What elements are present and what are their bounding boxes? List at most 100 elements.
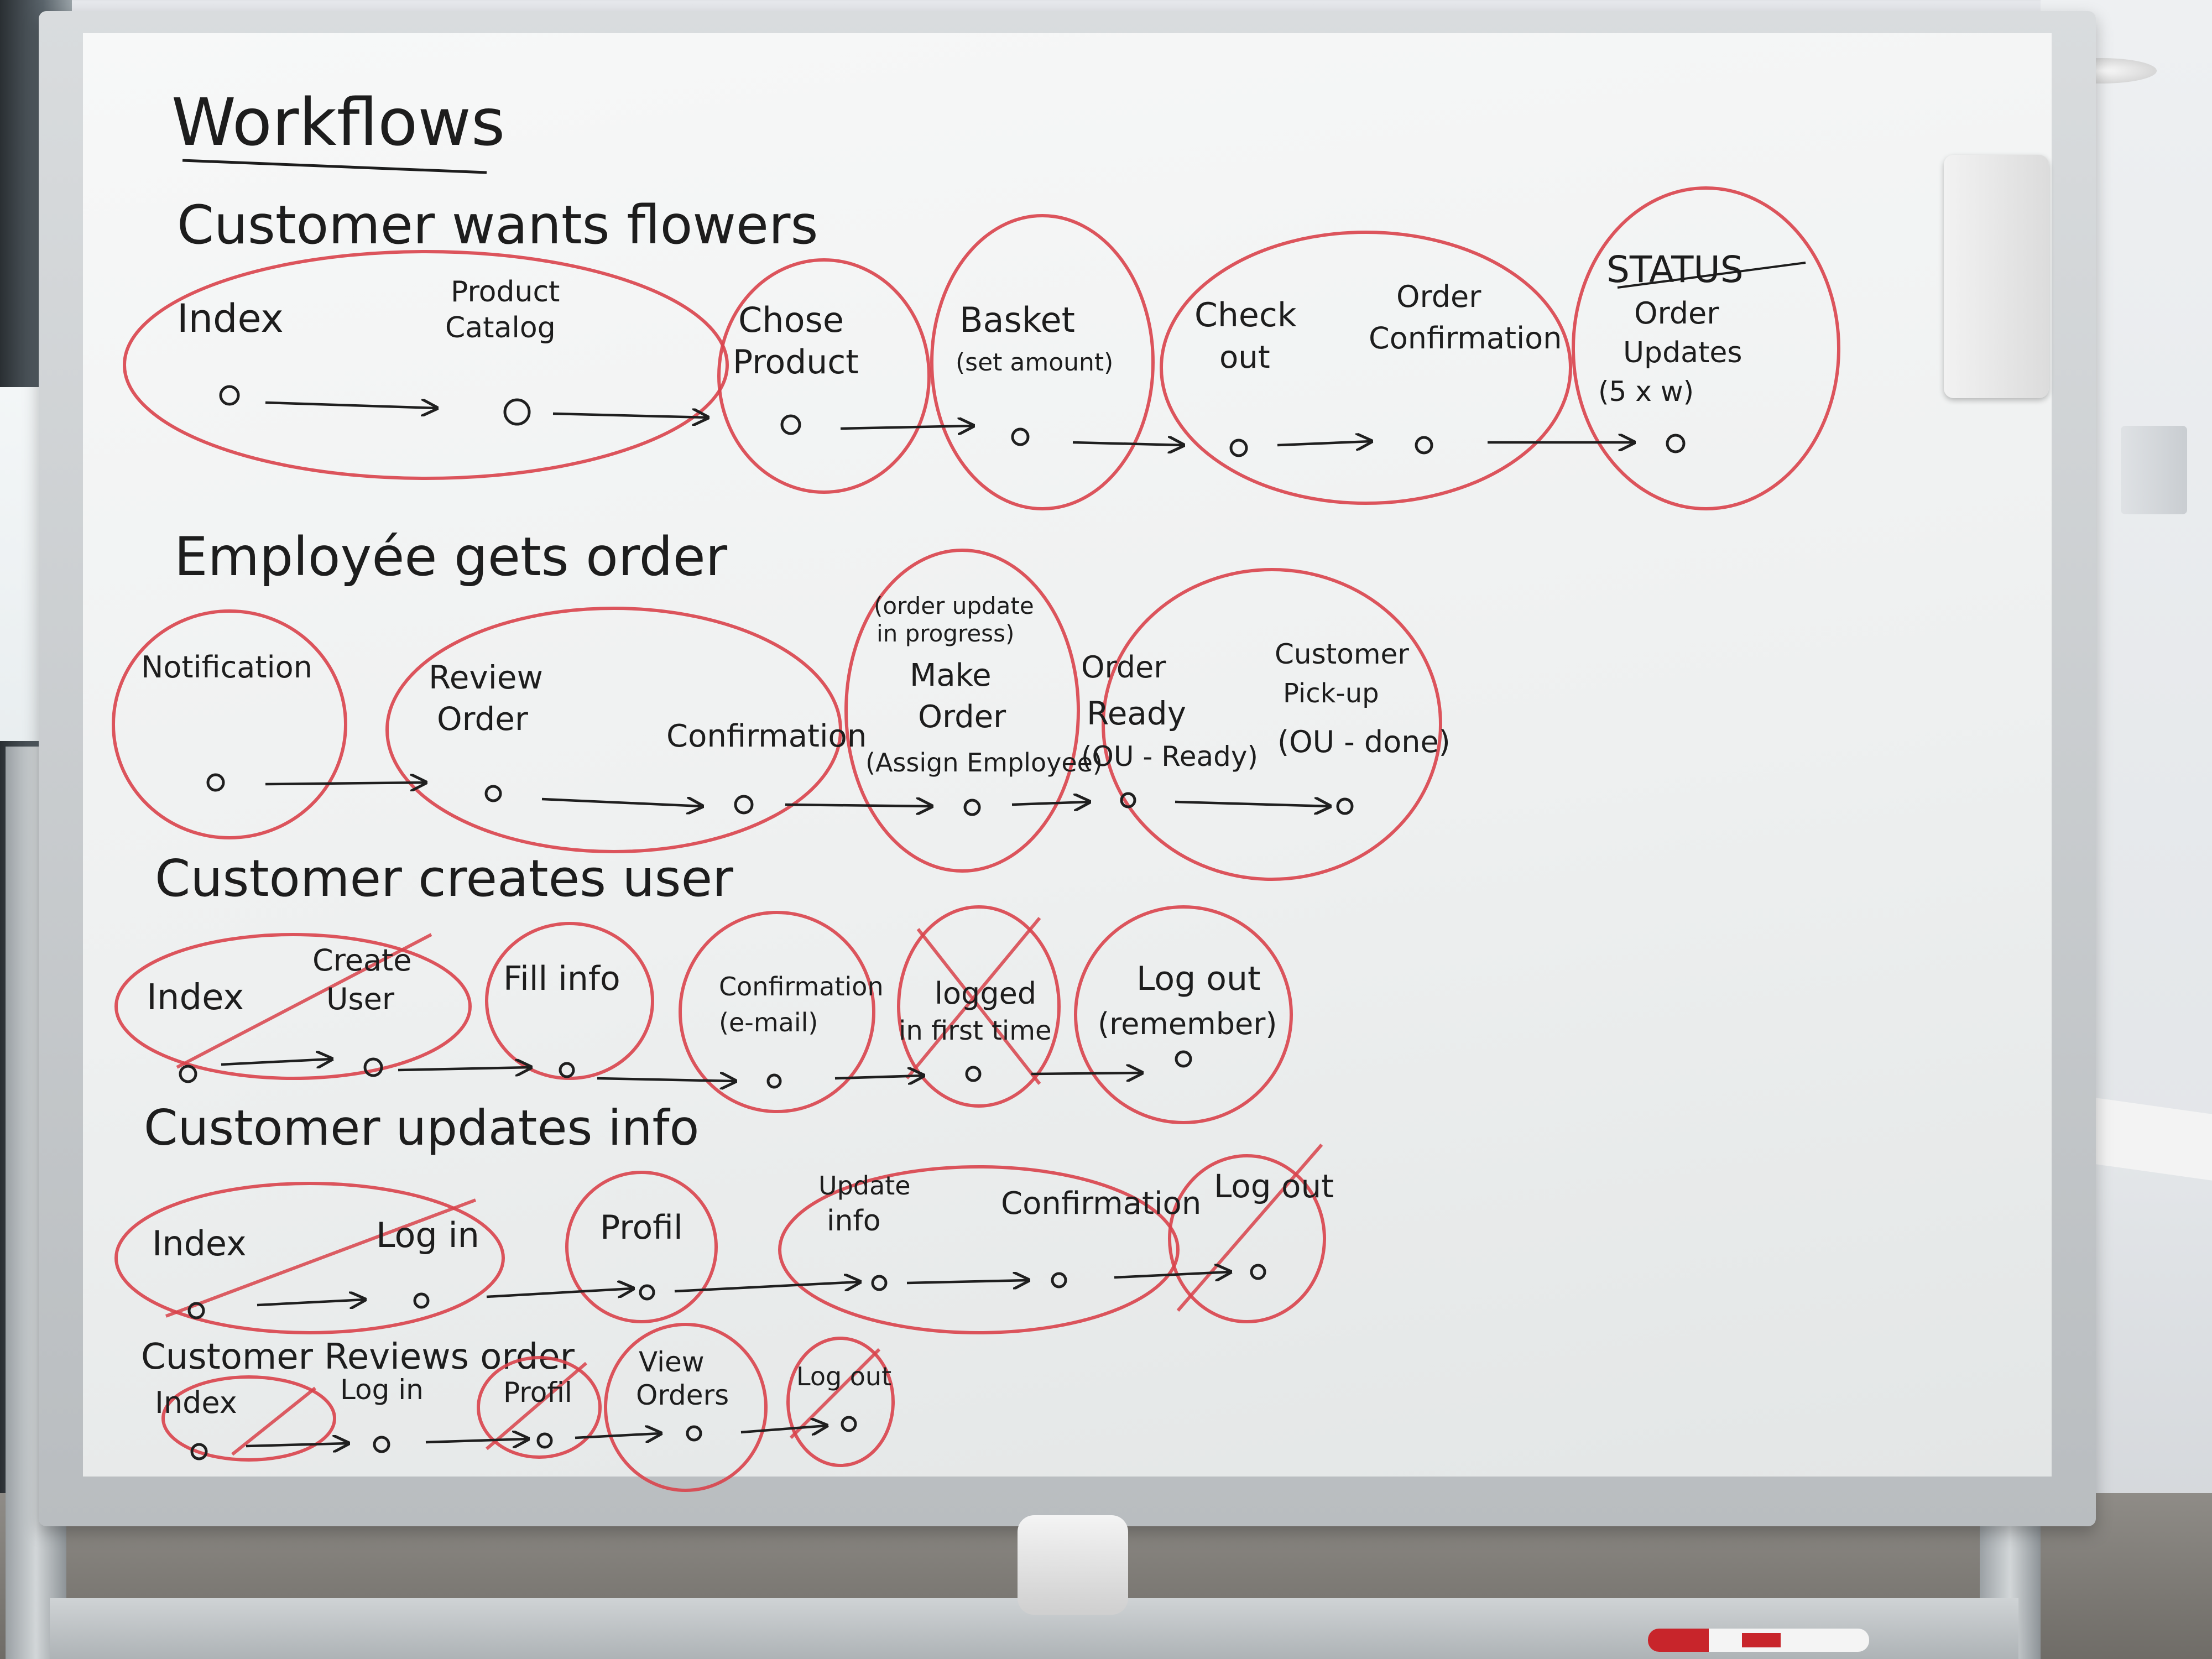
flow-arrow	[1011, 802, 1089, 805]
flow-arrow	[398, 1067, 531, 1070]
flow-arrow	[575, 1433, 661, 1438]
step-label: Index	[177, 296, 284, 341]
group-circle	[565, 1171, 718, 1323]
flow-node	[503, 398, 531, 426]
marker-icon[interactable]	[1648, 1629, 1869, 1652]
step-label: Order	[1396, 279, 1481, 314]
step-label: Pick-up	[1283, 678, 1379, 709]
step-label: Index	[147, 977, 244, 1018]
flow-arrow	[541, 799, 702, 806]
flow-node	[1666, 434, 1686, 453]
flow-node	[639, 1284, 655, 1301]
step-label: Check	[1194, 296, 1297, 335]
flow-node	[190, 1443, 208, 1460]
workflow-customer-creates-user: Customer creates user Index Create User …	[114, 849, 1293, 1124]
step-label: (Assign Employee)	[865, 748, 1103, 778]
group-circle	[717, 258, 931, 494]
flow-arrow	[1277, 441, 1371, 445]
step-label: in first time	[899, 1015, 1052, 1046]
flow-node	[965, 1066, 982, 1082]
step-label: Order	[437, 700, 528, 738]
strike-through	[916, 928, 1041, 1085]
title-underline	[182, 159, 487, 174]
flow-arrow	[674, 1282, 860, 1293]
flow-node	[1250, 1264, 1266, 1280]
flow-node	[536, 1432, 553, 1449]
step-label: Order	[1081, 650, 1166, 685]
step-label: Updates	[1623, 336, 1742, 369]
flow-node	[413, 1292, 430, 1309]
step-label: Log out	[796, 1361, 891, 1391]
group-circle	[604, 1323, 768, 1492]
flow-node	[1229, 439, 1248, 457]
flow-arrow	[221, 1059, 332, 1065]
step-label: out	[1219, 340, 1270, 375]
step-label: Create	[312, 943, 411, 978]
group-circle	[1160, 231, 1572, 505]
group-circle	[114, 933, 472, 1080]
workflow-customer-reviews-order: Customer Reviews order Index Log in Prof…	[141, 1323, 895, 1492]
step-label: (e-mail)	[719, 1008, 818, 1037]
flow-node	[841, 1416, 857, 1432]
workflow-employee-gets-order: Employée gets order Notification Review …	[112, 526, 1451, 881]
flow-arrow	[1072, 442, 1183, 445]
flow-arrow	[740, 1426, 827, 1432]
step-label: (OU - Ready)	[1081, 740, 1258, 773]
group-circle	[123, 250, 729, 480]
step-label: Ready	[1087, 695, 1186, 732]
group-circle	[1168, 1154, 1326, 1323]
section-heading: Customer creates user	[155, 849, 733, 908]
group-circle	[897, 905, 1061, 1108]
section-heading: Customer updates info	[144, 1099, 699, 1156]
strike-through	[789, 1348, 881, 1439]
workflow-customer-updates-info: Customer updates info Index Log in Profi…	[114, 1099, 1334, 1334]
group-circle	[385, 607, 842, 853]
step-label: Log in	[376, 1215, 479, 1255]
strike-through	[486, 1361, 587, 1451]
step-label: Notification	[141, 650, 312, 685]
flow-node	[187, 1302, 205, 1319]
step-label: Order	[1634, 296, 1719, 331]
strike-through	[231, 1386, 316, 1456]
flow-arrow	[906, 1280, 1029, 1283]
flow-arrow	[834, 1076, 924, 1078]
flow-node	[1011, 427, 1030, 446]
step-label: Orders	[636, 1379, 729, 1411]
flow-arrow	[840, 426, 973, 429]
step-label: Order	[918, 699, 1006, 735]
flow-arrow	[486, 1288, 633, 1297]
step-label: Product	[733, 343, 859, 382]
step-label: Confirmation	[719, 972, 884, 1001]
group-circle	[1074, 905, 1293, 1124]
group-circle	[161, 1375, 336, 1462]
step-label: Profil	[503, 1376, 572, 1408]
flow-node	[963, 799, 981, 816]
step-label: (set amount)	[956, 348, 1113, 377]
section-heading: Employée gets order	[174, 526, 728, 588]
section-heading: Customer Reviews order	[141, 1337, 575, 1378]
flow-node	[1120, 792, 1136, 808]
flow-node	[686, 1425, 702, 1442]
step-label: Index	[155, 1385, 237, 1420]
step-label: Product	[451, 275, 560, 309]
flow-arrow	[257, 1300, 365, 1305]
flow-arrow	[246, 1443, 348, 1446]
flow-node	[766, 1073, 782, 1089]
step-label: (order update	[874, 592, 1034, 619]
eraser-icon[interactable]	[1944, 155, 2049, 398]
step-label: Log out	[1214, 1167, 1334, 1205]
strike-through	[1176, 1144, 1323, 1312]
step-label: Catalog	[445, 311, 556, 345]
step-label: Confirmation	[666, 718, 867, 754]
flow-arrow	[1114, 1272, 1230, 1277]
flow-node	[1051, 1272, 1067, 1288]
board-clamp	[1018, 1515, 1128, 1615]
group-circle	[485, 922, 654, 1080]
flow-node	[871, 1275, 888, 1291]
group-circle	[114, 1182, 505, 1334]
board-title: Workflows	[171, 84, 505, 160]
group-circle	[112, 609, 347, 839]
flow-node	[179, 1065, 197, 1083]
step-label: in progress)	[877, 620, 1014, 647]
flow-node	[484, 785, 502, 802]
